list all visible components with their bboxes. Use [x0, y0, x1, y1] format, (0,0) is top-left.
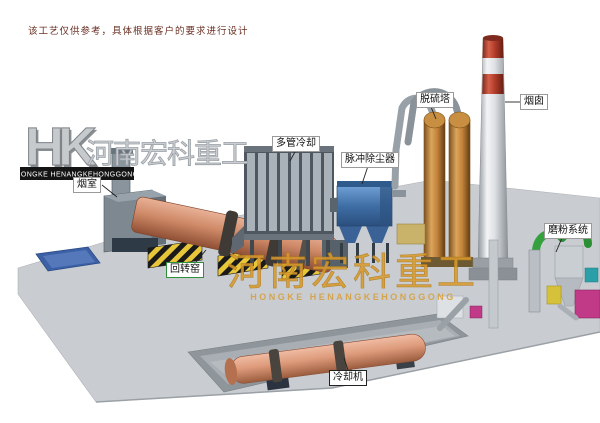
label-grinding-system: 磨粉系统	[544, 223, 592, 239]
auxiliary-equipment	[396, 223, 499, 331]
leader-lines	[101, 101, 563, 371]
disclaimer-text: 该工艺仅供参考，具体根据客户的要求进行设计	[28, 26, 249, 37]
watermark-center: 河南宏科重工 HONGKE HENANGKEHONGGONG	[227, 252, 479, 302]
multi-tube-cooler-structure	[232, 146, 334, 266]
logo-banner-text: HONGKE HENANGKEHONGGONG	[15, 172, 138, 179]
label-pulse-dust-collector: 脉冲除尘器	[341, 152, 399, 168]
label-multi-tube-cooler: 多管冷却	[272, 136, 320, 152]
pulse-dust-collector-structure	[330, 181, 406, 263]
chimney-structure	[468, 35, 518, 281]
company-logo: HK HK 河南宏科重工 HONGKE HENANGKEHONGGONG	[15, 117, 249, 180]
watermark-cn-text: 河南宏科重工	[227, 252, 479, 294]
watermark-en-text: HONGKE HENANGKEHONGGONG	[250, 292, 456, 302]
label-smoke-chamber: 烟室	[73, 177, 101, 193]
label-cooling-machine: 冷却机	[329, 370, 367, 386]
logo-banner	[20, 167, 134, 180]
logo-company-cn: 河南宏科重工	[86, 138, 248, 169]
label-rotary-kiln: 回转窑	[166, 262, 204, 278]
label-desulfurization-tower: 脱硫塔	[416, 92, 454, 108]
blue-ground-panel	[35, 246, 101, 272]
desulfurization-towers	[391, 88, 473, 267]
label-chimney: 烟囱	[520, 94, 548, 110]
